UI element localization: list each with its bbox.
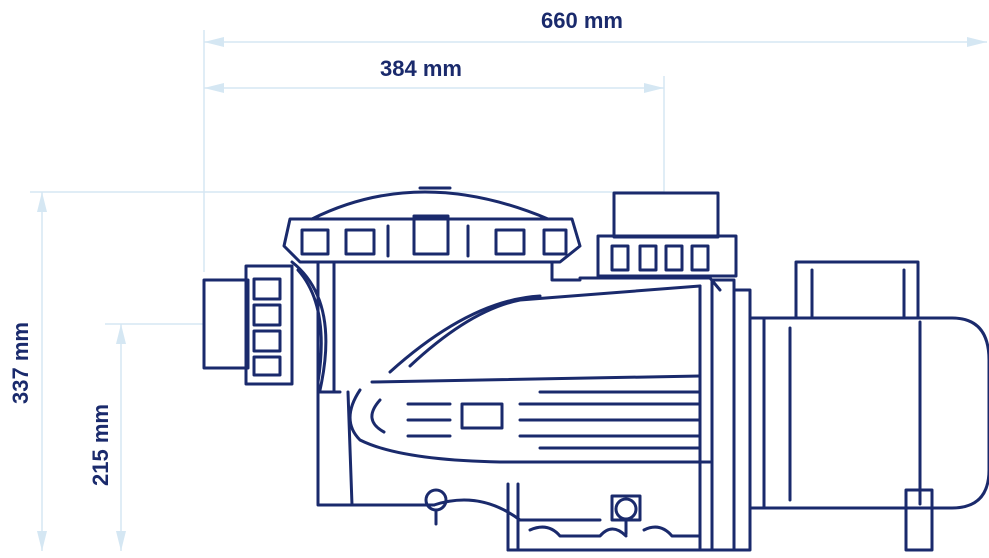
label-overall-height: 337 mm [8, 322, 33, 404]
strainer-lid [282, 186, 582, 264]
label-inlet-height: 215 mm [88, 404, 113, 486]
label-inlet-to-outlet-length: 384 mm [380, 56, 462, 81]
pump-drawing [202, 186, 989, 552]
base-feet [506, 482, 934, 552]
label-overall-length: 660 mm [541, 8, 623, 33]
drain-plugs [424, 488, 642, 536]
motor-flange [698, 278, 766, 552]
motor-housing [762, 260, 989, 510]
inlet-union [202, 264, 294, 386]
dimension-lines [30, 30, 987, 551]
outlet-union [578, 191, 738, 292]
volute-body [348, 284, 712, 522]
strainer-body [290, 260, 582, 507]
